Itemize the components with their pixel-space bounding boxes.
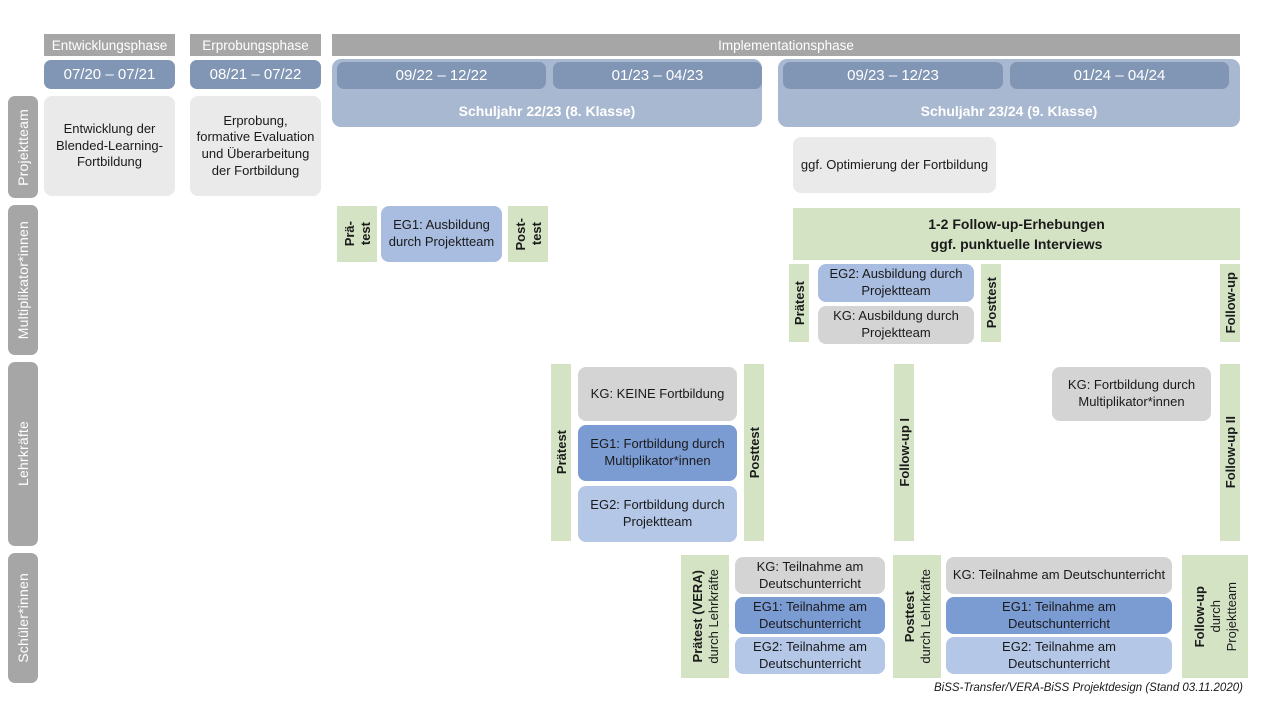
box-text: EG1: Teilnahme am Deutschunterricht bbox=[1002, 598, 1116, 631]
praetest-line2: test bbox=[357, 222, 373, 246]
box-text: EG2: Ausbildung durch Projektteam bbox=[829, 266, 963, 298]
box-text: EG1: Ausbildung durch Projektteam bbox=[388, 217, 495, 249]
posttest-text: Posttest bbox=[983, 277, 999, 329]
row-label-text: Schüler*innen bbox=[15, 573, 31, 663]
box-eg1-ausbildung-projektteam: EG1: Ausbildung durch Projektteam bbox=[381, 206, 502, 262]
box-text: KG: KEINE Fortbildung bbox=[590, 385, 725, 401]
posttest-main-text: Posttest bbox=[901, 590, 917, 643]
row-label-text: Multiplikator*innen bbox=[15, 220, 31, 340]
box-text: EG2: Teilnahme am Deutschunterricht bbox=[1002, 638, 1116, 671]
phase-bar-erprobungsphase: Erprobungsphase bbox=[190, 34, 321, 56]
date-bar-0124-0424: 01/24 – 04/24 bbox=[1010, 62, 1229, 89]
followup-main-text: Follow-up bbox=[1191, 585, 1207, 648]
box-kg-teilnahme-deutschunterricht-2: KG: Teilnahme am Deutschunterricht bbox=[946, 557, 1172, 594]
box-text: EG1: Fortbildung durch Multiplikator*inn… bbox=[590, 436, 725, 468]
strip-followup-2-lehrkraefte: Follow-up II bbox=[1220, 364, 1240, 541]
strip-praetest-multiplikator-1: Prä- test bbox=[337, 206, 377, 262]
box-kg-ausbildung-projektteam: KG: Ausbildung durch Projektteam bbox=[818, 306, 974, 344]
followup-sub-text-1: durch bbox=[1207, 600, 1223, 633]
followup-text: Follow-up bbox=[1222, 272, 1238, 334]
date-label: 09/23 – 12/23 bbox=[847, 67, 939, 84]
date-label: 08/21 – 07/22 bbox=[209, 66, 302, 83]
strip-posttest-lehrkraefte: Posttest bbox=[744, 364, 764, 541]
box-kg-keine-fortbildung: KG: KEINE Fortbildung bbox=[578, 367, 737, 421]
praetest-text: Prätest bbox=[553, 430, 569, 475]
phase-label: Entwicklungsphase bbox=[51, 37, 168, 53]
box-eg1-teilnahme-deutschunterricht-2: EG1: Teilnahme am Deutschunterricht bbox=[946, 597, 1172, 634]
box-text: KG: Teilnahme am Deutschunterricht bbox=[756, 558, 864, 591]
banner-line-2: ggf. punktuelle Interviews bbox=[930, 236, 1103, 252]
school-year-label: Schuljahr 22/23 (8. Klasse) bbox=[458, 103, 636, 119]
box-eg1-teilnahme-deutschunterricht-1: EG1: Teilnahme am Deutschunterricht bbox=[735, 597, 885, 634]
box-text: KG: Teilnahme am Deutschunterricht bbox=[952, 567, 1166, 583]
box-eg2-ausbildung-projektteam: EG2: Ausbildung durch Projektteam bbox=[818, 264, 974, 302]
praetest-sub-text: durch Lehrkräfte bbox=[705, 569, 721, 664]
box-erprobung-evaluation: Erprobung, formative Evaluation und Über… bbox=[190, 96, 321, 196]
praetest-main-text: Prätest (VERA) bbox=[689, 570, 705, 663]
phase-label: Erprobungsphase bbox=[202, 37, 309, 53]
phase-bar-implementationsphase: Implementationsphase bbox=[332, 34, 1240, 56]
box-text: EG2: Fortbildung durch Projektteam bbox=[590, 497, 725, 529]
row-label-multiplikatorinnen: Multiplikator*innen bbox=[8, 205, 38, 355]
row-label-schuelerinnen: Schüler*innen bbox=[8, 553, 38, 683]
box-text: KG: Ausbildung durch Projektteam bbox=[833, 308, 959, 340]
box-eg2-teilnahme-deutschunterricht-1: EG2: Teilnahme am Deutschunterricht bbox=[735, 637, 885, 674]
praetest-text: Prätest bbox=[791, 280, 807, 326]
strip-praetest-lehrkraefte: Prätest bbox=[551, 364, 571, 541]
praetest-line1: Prä- bbox=[341, 221, 357, 247]
strip-posttest-schueler: Posttest durch Lehrkräfte bbox=[893, 555, 941, 678]
box-text: Entwicklung der Blended-Learning-Fortbil… bbox=[56, 121, 163, 170]
date-label: 07/20 – 07/21 bbox=[63, 66, 156, 83]
date-bar-0720-0721: 07/20 – 07/21 bbox=[44, 60, 175, 89]
box-text: EG1: Teilnahme am Deutschunterricht bbox=[753, 598, 867, 631]
box-eg2-teilnahme-deutschunterricht-2: EG2: Teilnahme am Deutschunterricht bbox=[946, 637, 1172, 674]
footer-text: BiSS-Transfer/VERA-BiSS Projektdesign (S… bbox=[934, 682, 1243, 694]
followup-text: Follow-up II bbox=[1222, 416, 1238, 489]
strip-posttest-multiplikator-2: Posttest bbox=[981, 264, 1001, 342]
box-eg1-fortbildung-multiplikatorinnen: EG1: Fortbildung durch Multiplikator*inn… bbox=[578, 425, 737, 481]
posttest-line1: Post- bbox=[512, 217, 528, 251]
date-bar-0923-1223: 09/23 – 12/23 bbox=[783, 62, 1003, 89]
strip-praetest-vera-schueler: Prätest (VERA) durch Lehrkräfte bbox=[681, 555, 729, 678]
row-label-lehrkraefte: Lehrkräfte bbox=[8, 362, 38, 546]
date-bar-0922-1222: 09/22 – 12/22 bbox=[337, 62, 546, 89]
posttest-line2: test bbox=[528, 222, 544, 246]
phase-bar-entwicklungsphase: Entwicklungsphase bbox=[44, 34, 175, 56]
box-entwicklung-blended-learning: Entwicklung der Blended-Learning-Fortbil… bbox=[44, 96, 175, 196]
date-bar-0821-0722: 08/21 – 07/22 bbox=[190, 60, 321, 89]
box-text: ggf. Optimierung der Fortbildung bbox=[800, 156, 989, 172]
date-bar-0123-0423: 01/23 – 04/23 bbox=[553, 62, 762, 89]
date-label: 01/24 – 04/24 bbox=[1073, 67, 1166, 84]
strip-posttest-multiplikator-1: Post- test bbox=[508, 206, 548, 262]
strip-followup-1-lehrkraefte: Follow-up I bbox=[894, 364, 914, 541]
box-ggf-optimierung: ggf. Optimierung der Fortbildung bbox=[793, 137, 996, 193]
box-kg-fortbildung-multiplikatorinnen: KG: Fortbildung durch Multiplikator*inne… bbox=[1052, 367, 1211, 421]
posttest-text: Posttest bbox=[746, 426, 762, 479]
posttest-sub-text: durch Lehrkräfte bbox=[917, 569, 933, 664]
followup-sub-text-2: Projektteam bbox=[1223, 581, 1239, 652]
strip-followup-multiplikator: Follow-up bbox=[1220, 264, 1240, 342]
row-label-text: Lehrkräfte bbox=[15, 421, 31, 487]
followup-text: Follow-up I bbox=[896, 418, 912, 487]
box-text: EG2: Teilnahme am Deutschunterricht bbox=[753, 638, 867, 671]
school-year-label: Schuljahr 23/24 (9. Klasse) bbox=[920, 103, 1098, 119]
phase-label: Implementationsphase bbox=[718, 37, 854, 53]
banner-line-1: 1-2 Follow-up-Erhebungen bbox=[928, 215, 1105, 232]
strip-praetest-multiplikator-2: Prätest bbox=[789, 264, 809, 342]
date-label: 09/22 – 12/22 bbox=[395, 67, 488, 84]
footer-source-note: BiSS-Transfer/VERA-BiSS Projektdesign (S… bbox=[934, 682, 1243, 694]
date-label: 01/23 – 04/23 bbox=[611, 67, 704, 84]
box-text: Erprobung, formative Evaluation und Über… bbox=[196, 112, 315, 178]
banner-followup-erhebungen: 1-2 Follow-up-Erhebungen ggf. punktuelle… bbox=[793, 208, 1240, 260]
box-eg2-fortbildung-projektteam: EG2: Fortbildung durch Projektteam bbox=[578, 486, 737, 542]
row-label-text: Projektteam bbox=[15, 108, 31, 186]
row-label-projektteam: Projektteam bbox=[8, 96, 38, 198]
strip-followup-schueler: Follow-up durch Projektteam bbox=[1182, 555, 1248, 678]
box-text: KG: Fortbildung durch Multiplikator*inne… bbox=[1067, 377, 1196, 409]
box-kg-teilnahme-deutschunterricht-1: KG: Teilnahme am Deutschunterricht bbox=[735, 557, 885, 594]
